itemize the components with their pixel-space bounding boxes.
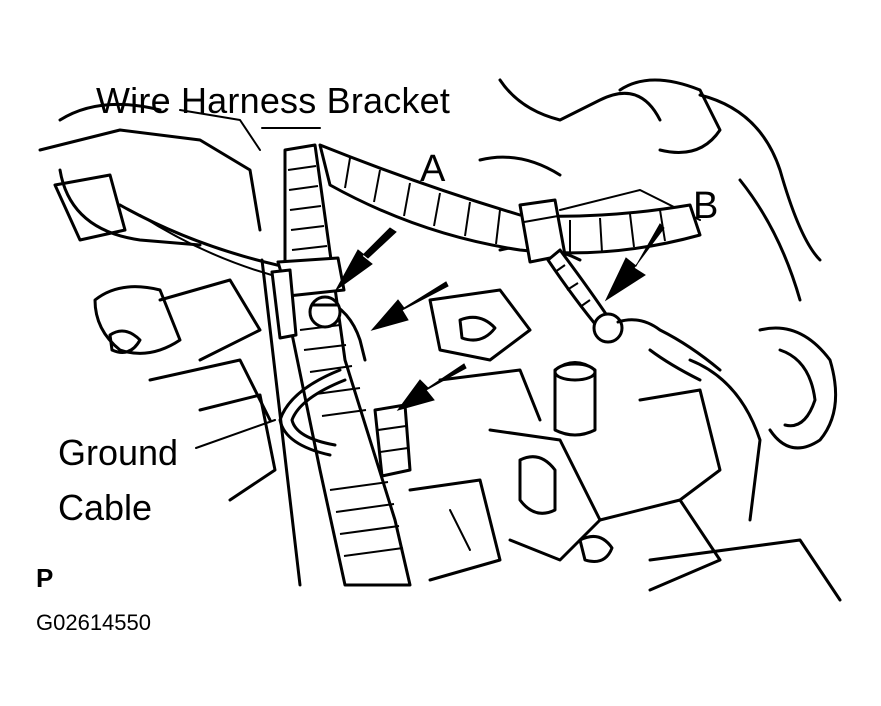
ground-cable [278,368,412,478]
point-b-label: B [693,185,719,227]
bolt-b [592,312,722,382]
figure-code: G02614550 [36,610,151,635]
ground-leader-line [195,419,276,449]
arrow-icon [370,281,449,331]
wire-harness-bracket [270,256,367,362]
ground-cable-label-line2: Cable [58,487,153,528]
upper-wire-harness [318,143,702,332]
ground-cable-label-line1: Ground [58,432,179,473]
arrow-icon [604,223,665,302]
arrow-icon [396,363,467,411]
point-a-label: A [420,148,446,190]
view-letter: P [36,563,54,593]
engine-background [38,78,842,602]
arrow-icon [335,227,397,291]
main-wire-harness [260,143,412,587]
wire-harness-bracket-label: Wire Harness Bracket [96,80,451,121]
